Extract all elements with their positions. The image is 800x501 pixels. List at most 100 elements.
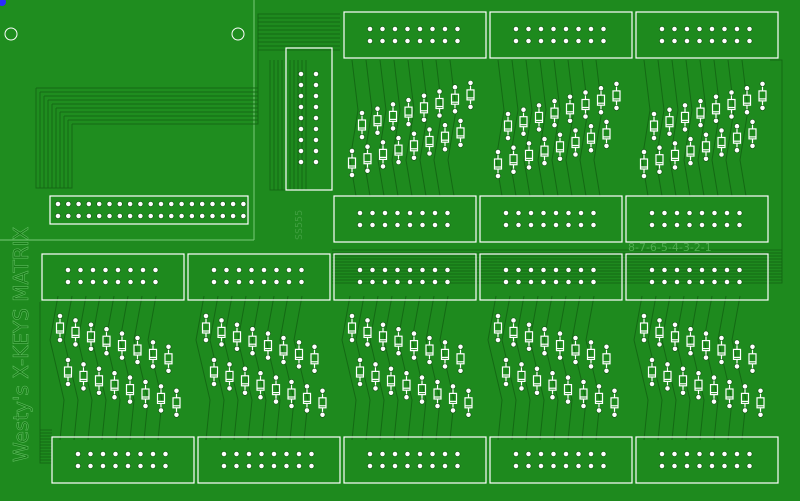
connector-outline	[343, 436, 487, 484]
solder-pad	[178, 213, 185, 219]
trace-diode-link	[697, 59, 707, 197]
solder-pad	[313, 159, 319, 165]
solder-pad	[580, 379, 587, 385]
solder-pad	[380, 321, 386, 328]
diode-body	[639, 158, 649, 170]
diode-body	[540, 145, 549, 157]
solder-pad	[367, 463, 373, 469]
solder-pad	[711, 267, 718, 273]
diode-body	[758, 90, 767, 102]
solder-pad	[379, 463, 386, 469]
solder-pad	[434, 403, 441, 409]
solder-pad	[265, 354, 271, 361]
solder-pad	[75, 213, 82, 219]
solder-pad	[127, 374, 133, 381]
diode-body	[110, 379, 119, 391]
solder-pad	[298, 104, 304, 110]
diode-body	[371, 370, 380, 382]
solder-pad	[744, 109, 750, 116]
solder-pad	[711, 279, 718, 285]
solder-pad	[116, 201, 123, 207]
solder-pad	[417, 26, 423, 32]
solder-pad	[728, 89, 735, 96]
diode-body	[665, 116, 674, 128]
diode-body	[647, 366, 657, 378]
solder-pad	[103, 326, 110, 333]
solder-pad	[513, 26, 519, 32]
solder-pad	[72, 317, 79, 324]
solder-pad	[495, 313, 501, 319]
solder-pad	[369, 222, 376, 228]
solder-pad	[551, 98, 558, 104]
solder-pad	[211, 357, 217, 363]
trace-left-bus	[60, 124, 73, 189]
solder-pad	[442, 463, 448, 469]
solder-pad	[313, 126, 319, 132]
solder-pad	[158, 213, 164, 219]
solder-pad	[280, 335, 287, 341]
solder-pad	[467, 80, 474, 86]
trace-diode-link	[703, 295, 719, 441]
solder-pad	[298, 71, 304, 77]
trace-left-bus	[55, 108, 60, 189]
diode-body	[732, 132, 742, 144]
solder-pad	[218, 341, 225, 348]
mounting-hole	[4, 27, 18, 41]
solder-pad	[550, 451, 557, 457]
components	[41, 11, 779, 484]
solder-pad	[158, 201, 164, 207]
diode-body	[63, 366, 73, 378]
diode-body	[602, 128, 611, 140]
trace-diode-link	[105, 295, 121, 441]
diode-body	[302, 392, 312, 404]
solder-pad	[407, 267, 413, 273]
solder-pad	[454, 26, 461, 32]
diode-body	[117, 340, 127, 352]
solder-pad	[721, 26, 728, 32]
solder-pad	[687, 350, 694, 357]
solder-pad	[697, 98, 704, 104]
solder-pad	[572, 335, 579, 341]
solder-pad	[503, 381, 509, 387]
diode-body	[501, 366, 511, 378]
solder-pad	[115, 279, 121, 285]
solder-pad	[563, 451, 569, 457]
solder-pad	[261, 279, 267, 285]
trace-diode-link	[251, 295, 267, 441]
solder-pad	[684, 26, 690, 32]
trace-diode-link	[447, 59, 457, 197]
solder-pad	[541, 136, 548, 142]
solder-pad	[127, 267, 134, 273]
solder-pad	[600, 451, 607, 457]
solder-pad	[520, 106, 527, 113]
solder-pad	[457, 367, 464, 374]
trace-diode-link	[515, 295, 531, 441]
diode-body	[517, 370, 526, 382]
solder-pad	[379, 38, 386, 44]
diode-body	[709, 384, 719, 396]
diode-body	[579, 388, 588, 400]
diode-body	[581, 98, 590, 111]
diode-body	[225, 370, 234, 382]
trace-diode-link	[739, 59, 749, 197]
solder-pad	[734, 38, 740, 44]
solder-pad	[257, 370, 264, 377]
solder-pad	[557, 131, 563, 138]
solder-pad	[649, 222, 655, 228]
connector-outline	[479, 253, 623, 301]
diode-body	[450, 93, 460, 105]
solder-pad	[452, 108, 458, 115]
diode-body	[363, 153, 372, 165]
solder-pad	[575, 26, 582, 32]
solder-pad	[680, 389, 686, 396]
solder-pad	[442, 122, 448, 129]
solder-pad	[687, 136, 694, 142]
solder-pad	[379, 26, 386, 32]
solder-pad	[273, 374, 279, 381]
solder-pad	[359, 134, 365, 140]
trace-diode-link	[565, 59, 575, 197]
solder-pad	[549, 370, 556, 377]
trace-diode-link	[543, 295, 559, 441]
diode-body	[456, 353, 465, 365]
solder-pad	[578, 279, 584, 285]
